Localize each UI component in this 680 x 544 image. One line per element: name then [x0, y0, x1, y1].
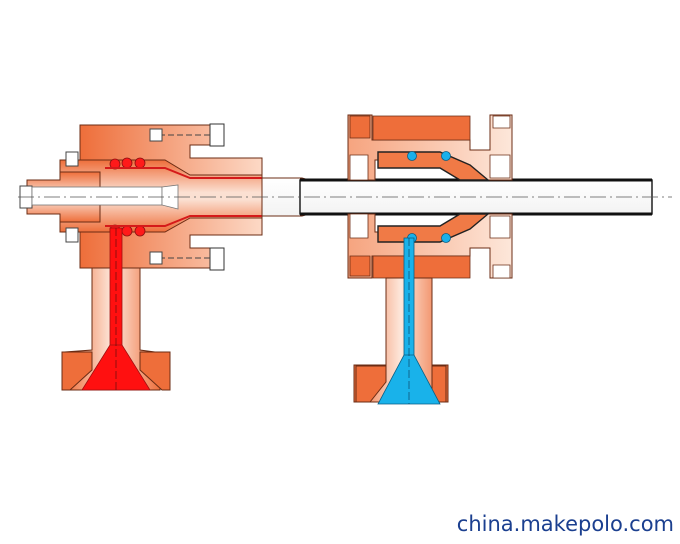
hot-melt-channel: [105, 167, 262, 227]
left-heater-lobes: [109, 157, 146, 237]
bolt-head-top: [209, 123, 225, 147]
left-assembly: [19, 123, 263, 391]
watermark-text: china.makepolo.com: [456, 512, 674, 536]
right-assembly: [347, 114, 513, 405]
cold-cone: [377, 354, 441, 405]
left-base-flange: [61, 351, 171, 391]
bolt-head-bottom: [209, 247, 225, 271]
right-cooling-lobes: [407, 151, 451, 243]
